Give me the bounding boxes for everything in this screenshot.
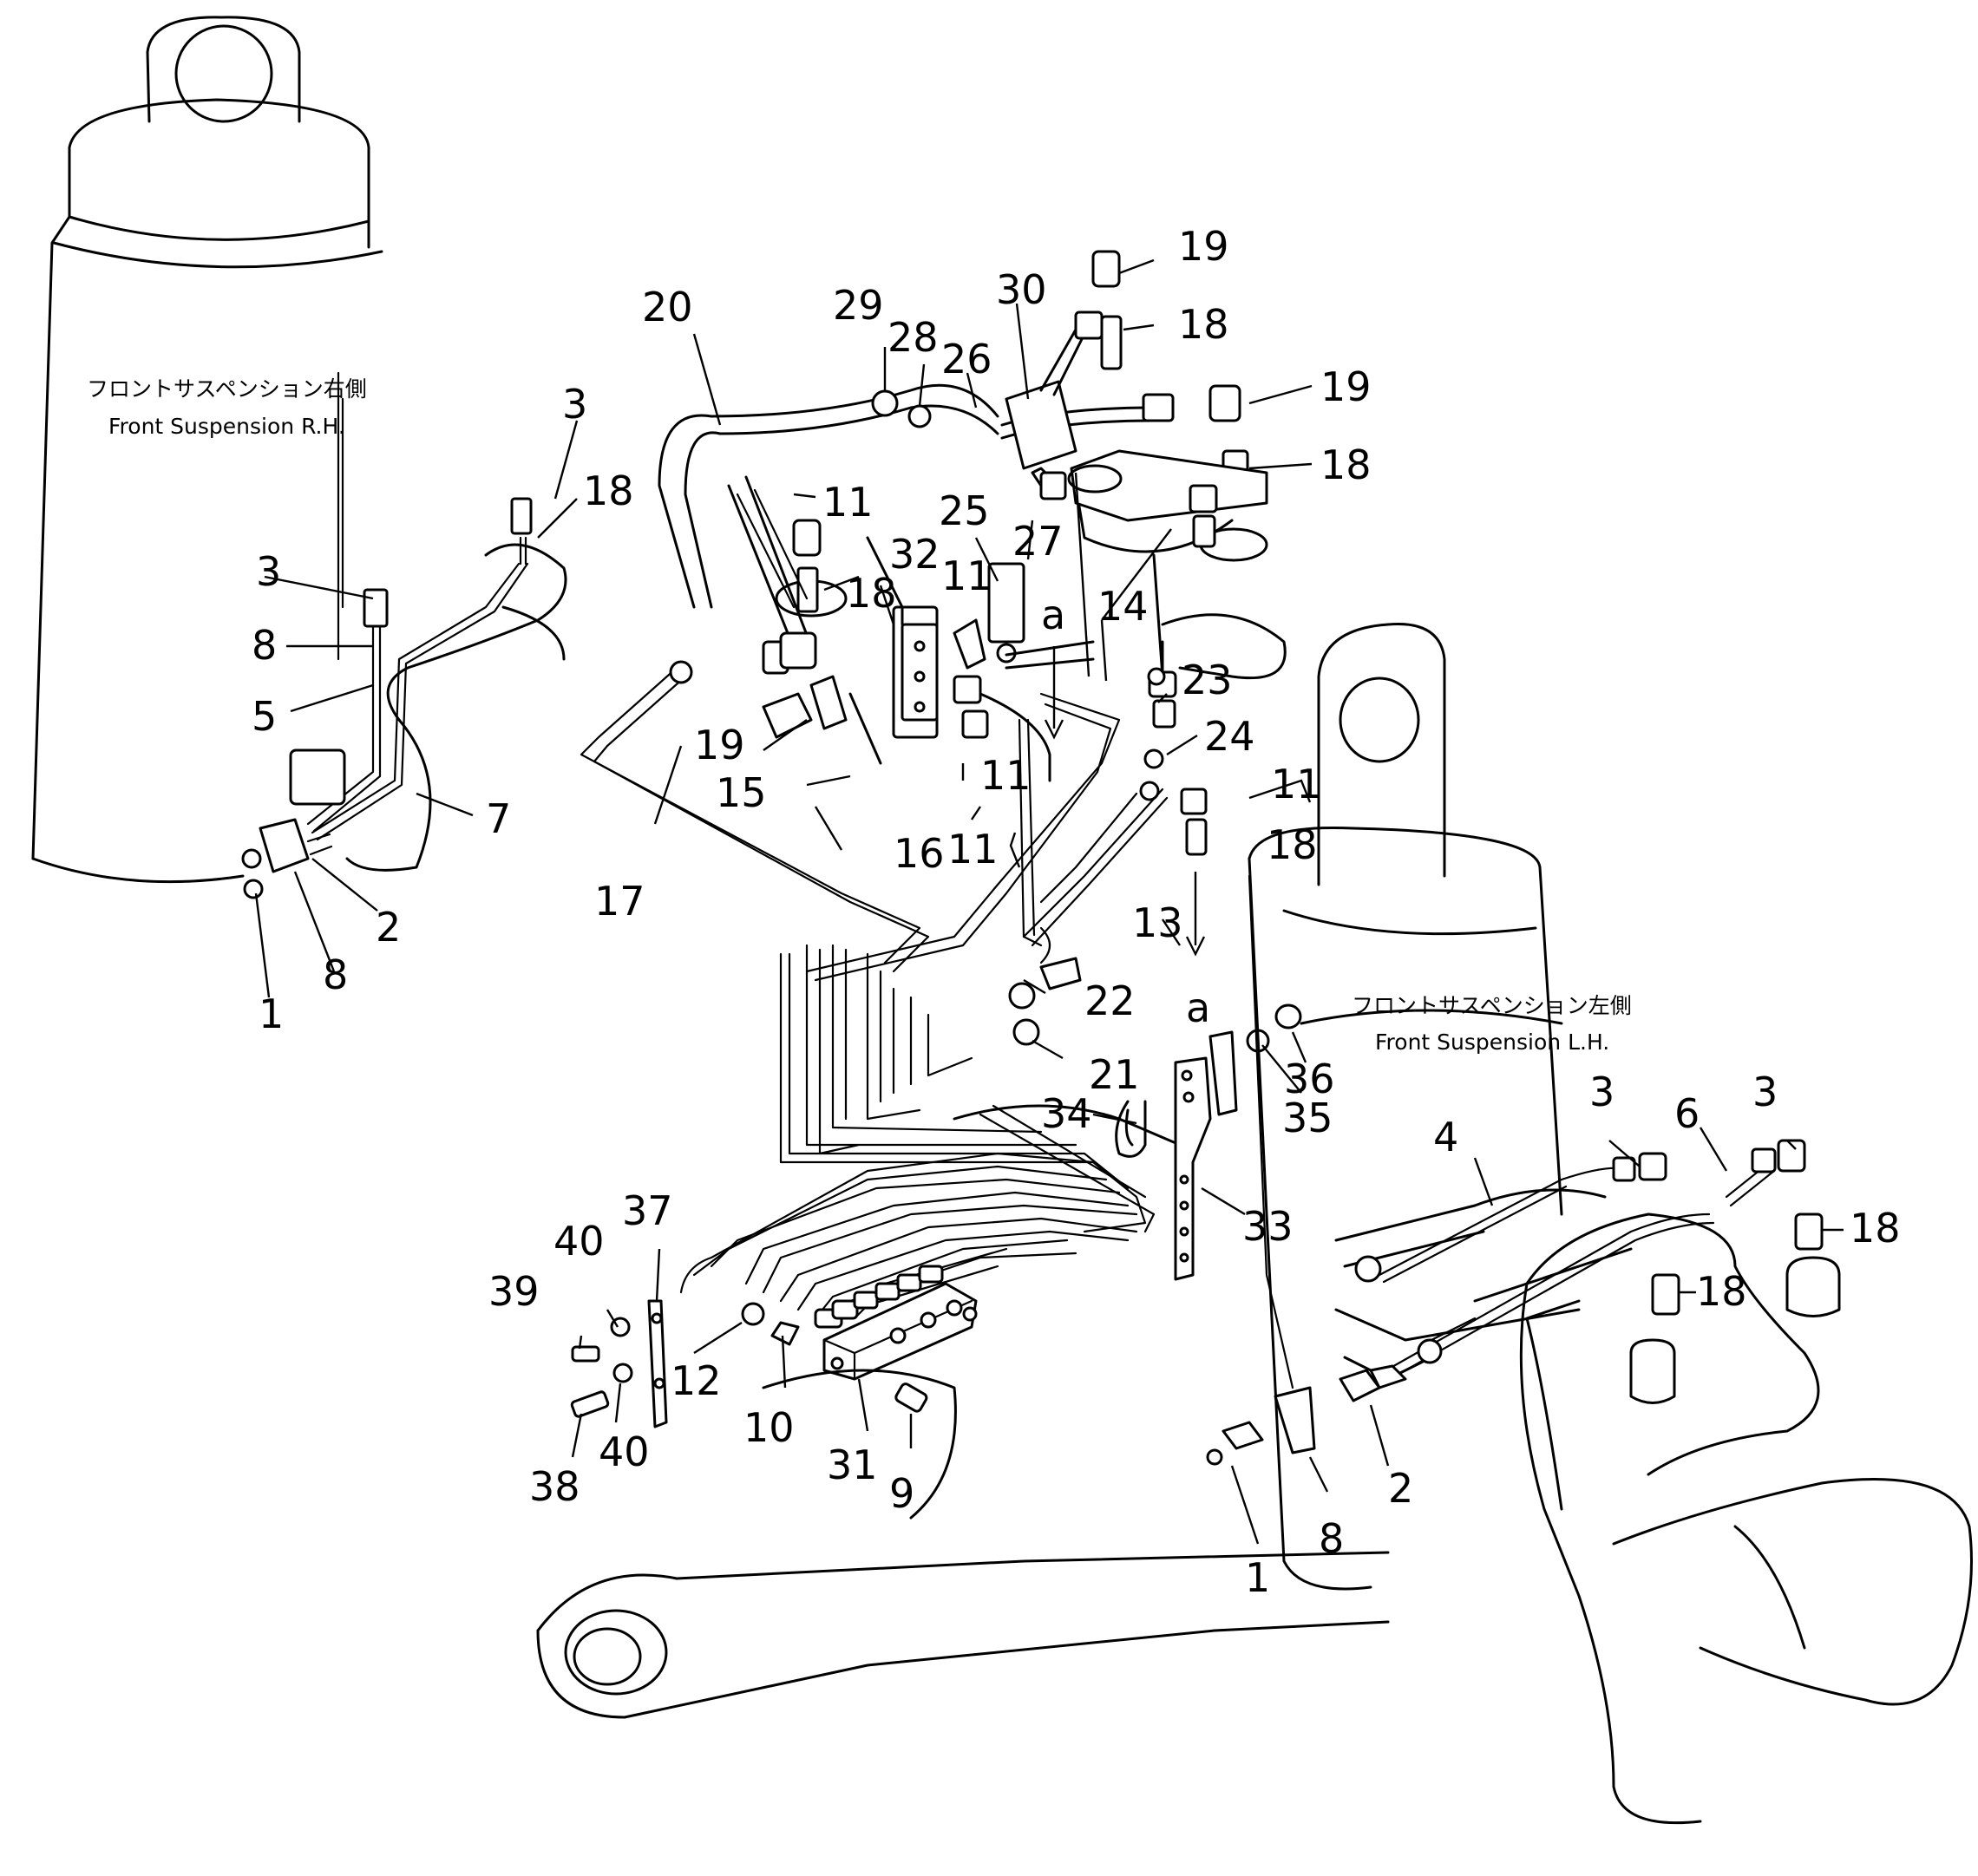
callout: 18 — [1320, 441, 1372, 488]
callout: 21 — [1089, 1051, 1140, 1098]
callout: 3 — [256, 548, 281, 595]
callout: 6 — [1674, 1090, 1700, 1137]
callout: 4 — [1433, 1114, 1458, 1160]
lh-caption-en: Front Suspension L.H. — [1375, 1030, 1609, 1055]
callout: 10 — [743, 1404, 795, 1451]
lh-lines-and-fittings — [1206, 1139, 1824, 1466]
clamp-and-bolts — [570, 1299, 668, 1428]
view-mark-a-lower: a — [1186, 984, 1210, 1031]
callout: 14 — [1097, 583, 1149, 630]
callout: 2 — [1388, 1465, 1413, 1512]
callout: 17 — [594, 878, 645, 925]
callout: 11 — [941, 552, 992, 599]
callout: 1 — [1245, 1554, 1270, 1601]
callout: 2 — [376, 904, 401, 951]
callout: 40 — [553, 1218, 605, 1265]
callout: 11 — [1271, 761, 1322, 807]
pipe-group — [580, 660, 1169, 1010]
callout: 1 — [259, 990, 284, 1037]
callout: 18 — [1696, 1268, 1747, 1315]
lower-arm-and-knuckle — [536, 1188, 1973, 1825]
callout: 7 — [486, 795, 511, 842]
callout: 29 — [833, 282, 884, 329]
plate-bracket — [1012, 484, 1302, 1281]
callout: 18 — [1850, 1205, 1901, 1252]
callout: 36 — [1284, 1056, 1335, 1102]
callout: 37 — [622, 1187, 673, 1234]
callout: 35 — [1282, 1095, 1333, 1141]
callout-labels: 19 18 30 29 28 26 20 19 18 3 18 3 8 5 7 … — [252, 223, 1901, 1601]
callout: 34 — [1041, 1090, 1092, 1137]
callout: 28 — [887, 314, 939, 361]
callout: 19 — [694, 722, 745, 768]
view-mark-a-upper: a — [1041, 592, 1065, 638]
rh-caption-jp: フロントサスペンション右側 — [87, 376, 367, 402]
rh-caption-en: Front Suspension R.H. — [108, 414, 345, 439]
callout: 25 — [939, 487, 990, 534]
callout: 26 — [941, 336, 992, 382]
callout: 30 — [996, 266, 1047, 313]
callout: 5 — [252, 693, 277, 740]
callout: 16 — [894, 830, 945, 877]
callout: 3 — [1752, 1069, 1778, 1115]
leader-lines — [254, 258, 1844, 1545]
callout: 20 — [642, 284, 693, 330]
callout: 11 — [822, 479, 874, 526]
callout: 18 — [583, 467, 634, 514]
callout: 19 — [1320, 363, 1372, 410]
callout: 12 — [671, 1357, 722, 1404]
callout: 15 — [716, 769, 767, 816]
callout: 9 — [889, 1470, 914, 1517]
rh-lines-and-bracket — [241, 497, 567, 899]
callout: 18 — [846, 570, 897, 617]
callout: 27 — [1012, 518, 1064, 565]
callout: 11 — [980, 752, 1032, 799]
callout: 40 — [599, 1428, 650, 1475]
center-hose-assembly — [658, 250, 1287, 782]
callout: 3 — [562, 381, 587, 428]
callout: 13 — [1132, 899, 1183, 946]
callout: 39 — [488, 1268, 540, 1315]
callout: 33 — [1242, 1203, 1294, 1250]
callout: 32 — [889, 531, 940, 578]
rh-suspension-cylinder — [31, 16, 383, 884]
lh-suspension-cylinder — [1248, 623, 1563, 1591]
callout: 3 — [1589, 1069, 1614, 1115]
lh-caption-jp: フロントサスペンション左側 — [1352, 993, 1632, 1018]
callout: 11 — [947, 826, 999, 873]
callout: 31 — [827, 1441, 878, 1488]
callout: 8 — [323, 951, 348, 998]
callout: 22 — [1084, 977, 1136, 1024]
callout: 24 — [1204, 713, 1255, 760]
callout: 18 — [1178, 301, 1229, 348]
callout: 23 — [1182, 657, 1233, 703]
callout: 8 — [1319, 1515, 1344, 1562]
callout: 19 — [1178, 223, 1229, 270]
callout: 38 — [529, 1463, 580, 1510]
manifold-block — [741, 1265, 978, 1413]
callout: 18 — [1267, 821, 1318, 868]
callout: 8 — [252, 622, 277, 669]
